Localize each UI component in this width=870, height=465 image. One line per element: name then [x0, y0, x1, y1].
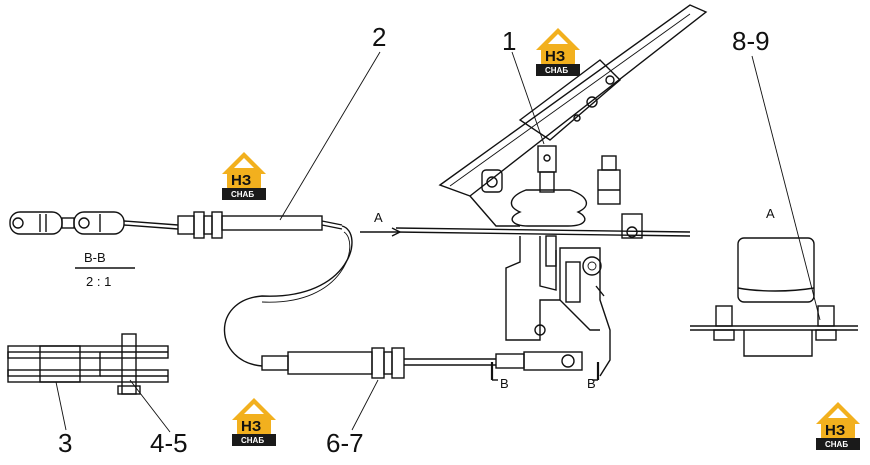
label-part-4-5: 4-5 — [150, 428, 188, 458]
svg-text:НЗ: НЗ — [241, 418, 261, 435]
detail-b-b — [7, 267, 169, 395]
section-mark-right: B — [587, 376, 596, 391]
svg-text:СНАБ: СНАБ — [825, 440, 848, 449]
lever-bracket — [505, 235, 611, 377]
label-part-6-7: 6-7 — [326, 428, 364, 458]
label-part-8-9: 8-9 — [732, 26, 770, 56]
floor-plate — [360, 227, 691, 237]
logo-watermark-1: НЗ СНАБ — [536, 28, 580, 76]
pedal-hinge — [469, 169, 520, 227]
logo-watermark-2: НЗ СНАБ — [222, 152, 266, 200]
view-a-arrow-label: A — [374, 210, 383, 225]
svg-text:СНАБ: СНАБ — [545, 66, 568, 75]
svg-text:НЗ: НЗ — [545, 48, 565, 65]
view-a-detail — [690, 237, 858, 357]
label-part-1: 1 — [502, 26, 516, 56]
svg-text:НЗ: НЗ — [231, 172, 251, 189]
lower-cable-housing — [261, 347, 583, 379]
label-part-3: 3 — [58, 428, 72, 458]
view-a-title: A — [766, 206, 775, 221]
detail-title: B-B — [84, 250, 106, 265]
section-mark-left: B — [500, 376, 509, 391]
logo-watermark-4: НЗ СНАБ — [816, 402, 860, 450]
label-part-2: 2 — [372, 22, 386, 52]
svg-text:НЗ: НЗ — [825, 422, 845, 439]
flex-cable — [223, 225, 353, 367]
rubber-boot — [510, 145, 588, 227]
cable-end-clevis — [9, 211, 179, 235]
leader-lines — [55, 51, 821, 433]
svg-text:СНАБ: СНАБ — [231, 190, 254, 199]
section-line-b: B B — [490, 362, 600, 391]
pedal-plate — [438, 4, 708, 197]
pedal-stop-bolt — [597, 155, 643, 239]
detail-scale: 2 : 1 — [86, 274, 111, 289]
logo-watermark-3: НЗ СНАБ — [232, 398, 276, 446]
svg-text:СНАБ: СНАБ — [241, 436, 264, 445]
cable-nut-assembly — [177, 211, 343, 239]
